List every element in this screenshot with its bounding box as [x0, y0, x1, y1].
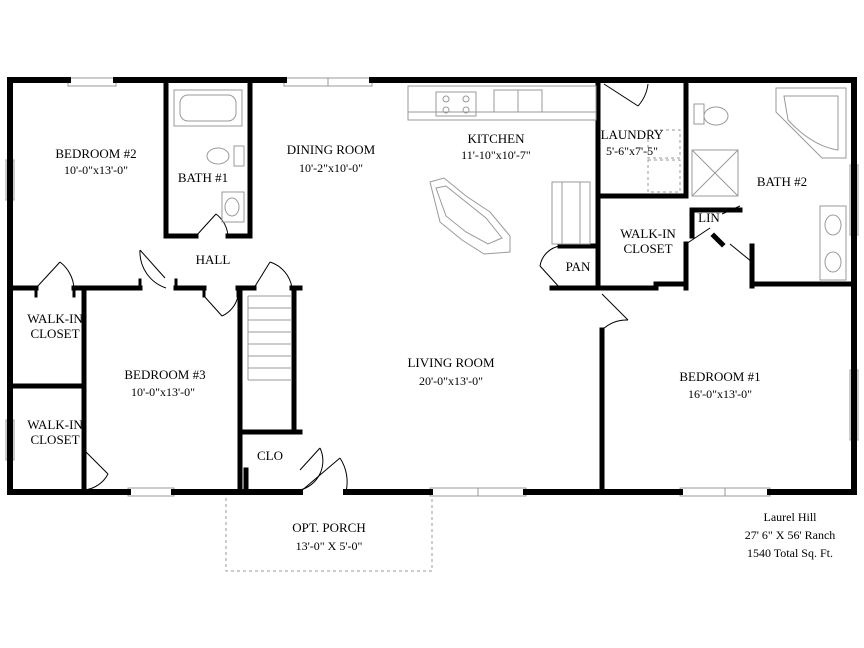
walkin-master-line1: WALK-IN — [620, 226, 676, 241]
walkin-master-line2: CLOSET — [623, 241, 672, 256]
bedroom1-dims: 16'-0"x13'-0" — [688, 387, 752, 401]
bath-fixtures — [173, 87, 847, 281]
total-area: 1540 Total Sq. Ft. — [747, 546, 833, 560]
porch-dims: 13'-0" X 5'-0" — [296, 539, 363, 553]
bath2-name: BATH #2 — [757, 174, 807, 189]
walls — [7, 77, 857, 495]
walkin-a-line1: WALK-IN — [27, 311, 83, 326]
dining-dims: 10'-2"x10'-0" — [299, 161, 363, 175]
bedroom3-dims: 10'-0"x13'-0" — [131, 385, 195, 399]
living-dims: 20'-0"x13'-0" — [419, 374, 483, 388]
living-name: LIVING ROOM — [407, 355, 494, 370]
laundry-name: LAUNDRY — [601, 127, 664, 142]
bedroom1-name: BEDROOM #1 — [679, 369, 760, 384]
bedroom2-dims: 10'-0"x13'-0" — [64, 163, 128, 177]
walkin-b-line1: WALK-IN — [27, 417, 83, 432]
porch-name: OPT. PORCH — [292, 520, 365, 535]
lin-name: LIN — [698, 210, 720, 225]
laundry-dims: 5'-6"x7'-5" — [606, 144, 658, 158]
bedroom2-name: BEDROOM #2 — [55, 146, 136, 161]
walkin-b-line2: CLOSET — [30, 432, 79, 447]
plan-size: 27' 6" X 56' Ranch — [744, 528, 836, 542]
clo-name: CLO — [257, 448, 283, 463]
stairs — [247, 295, 292, 381]
bath1-name: BATH #1 — [178, 170, 228, 185]
bedroom3-name: BEDROOM #3 — [124, 367, 205, 382]
kitchen-name: KITCHEN — [467, 131, 525, 146]
plan-caption: Laurel Hill 27' 6" X 56' Ranch 1540 Tota… — [720, 508, 860, 562]
door-swings — [35, 83, 754, 493]
model-name: Laurel Hill — [763, 510, 817, 524]
dining-name: DINING ROOM — [287, 142, 376, 157]
room-labels: BEDROOM #2 10'-0"x13'-0" BATH #1 DINING … — [27, 127, 807, 553]
walkin-a-line2: CLOSET — [30, 326, 79, 341]
kitchen-dims: 11'-10"x10'-7" — [461, 148, 531, 162]
hall-name: HALL — [196, 252, 231, 267]
porch-outline — [225, 492, 433, 572]
pan-name: PAN — [566, 259, 591, 274]
kitchen-fixtures — [407, 85, 597, 255]
